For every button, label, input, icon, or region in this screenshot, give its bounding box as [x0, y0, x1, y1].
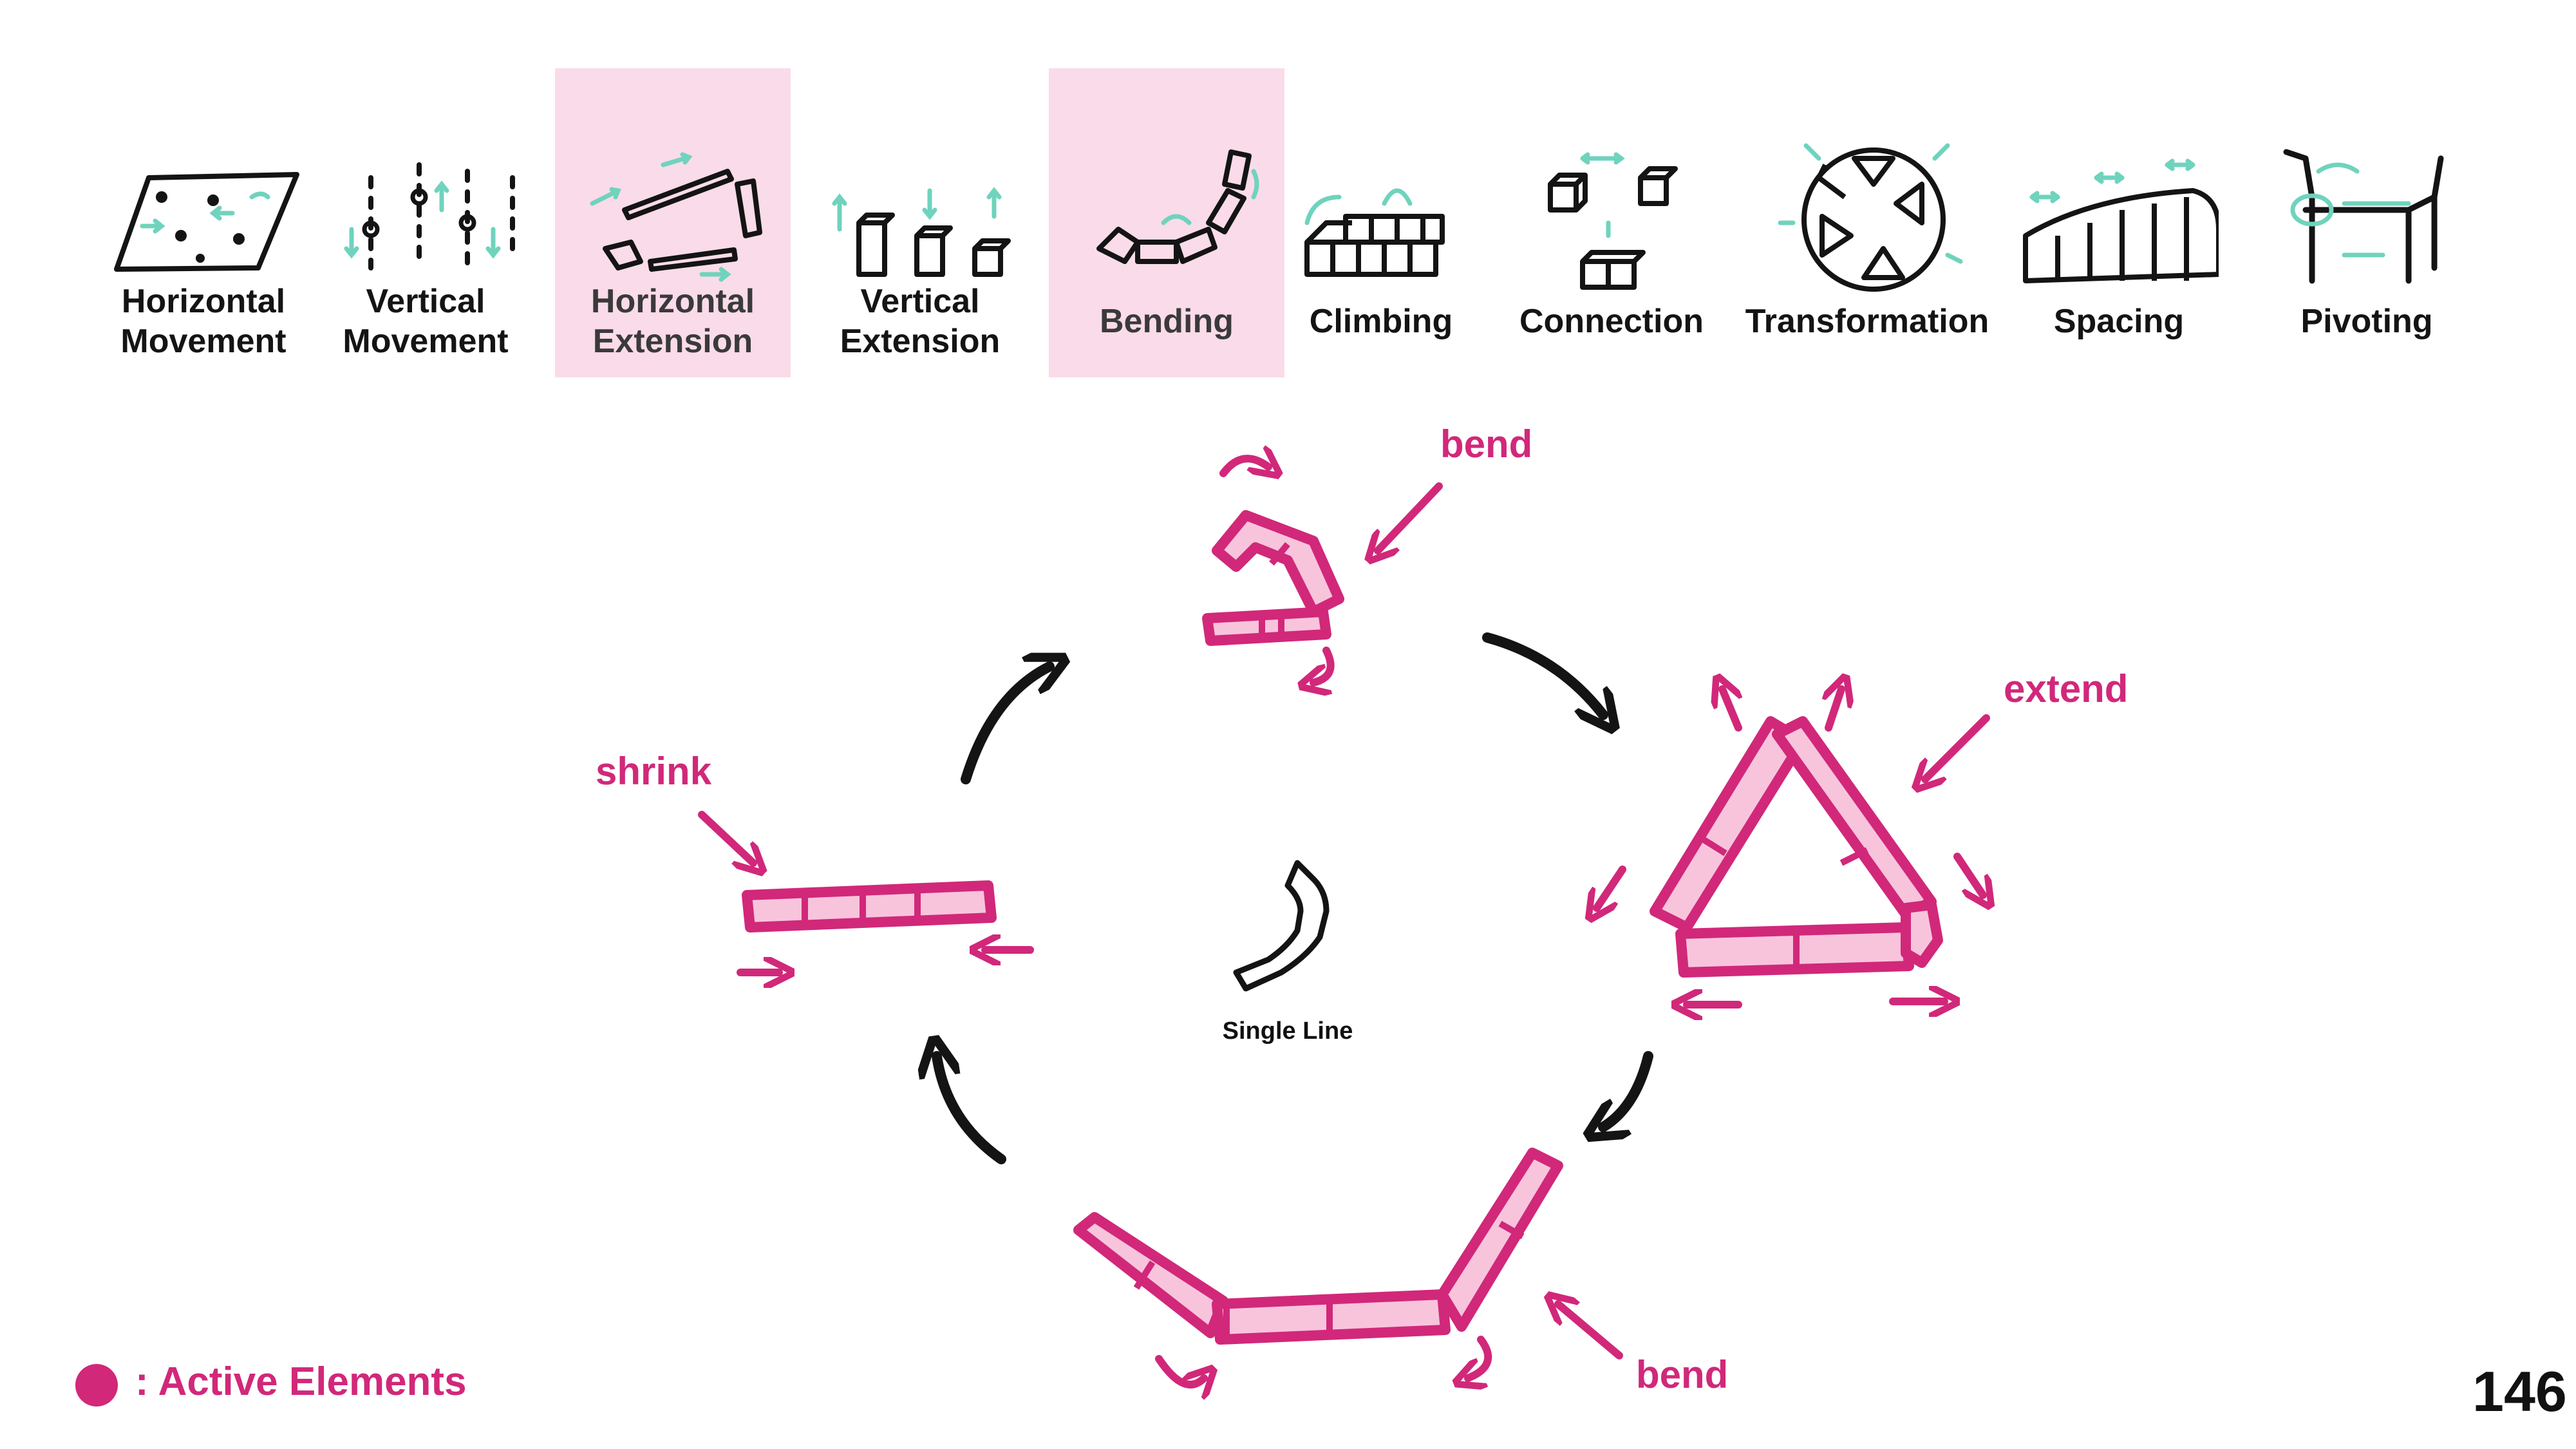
climbing-icon — [1304, 188, 1445, 277]
category-vertical-movement: Vertical Movement — [308, 68, 543, 377]
state-bottom-bend — [1073, 1148, 1563, 1385]
category-label: Climbing — [1263, 273, 1499, 370]
state-left-shrink — [737, 880, 1034, 972]
category-label-line-2: Movement — [343, 323, 509, 360]
cycle-arrows — [937, 632, 1653, 1164]
label-extend: extend — [2004, 667, 2129, 710]
vertical-extension-icon — [832, 187, 1011, 277]
category-horizontal-movement: Horizontal Movement — [86, 68, 321, 377]
legend-label: : Active Elements — [135, 1359, 467, 1404]
category-label: Transformation — [1745, 273, 1989, 370]
category-label-line-1: Horizontal — [590, 283, 755, 320]
page-number: 146 — [2472, 1359, 2567, 1423]
single-line-icon — [1233, 860, 1330, 992]
category-label: Horizontal Movement — [86, 273, 321, 370]
category-climbing: Climbing — [1263, 68, 1499, 377]
category-label: Horizontal Extension — [555, 273, 791, 370]
category-connection: Connection — [1494, 68, 1729, 377]
category-label-line-1: Spacing — [2053, 303, 2185, 340]
category-label: Connection — [1494, 273, 1729, 370]
cycle-arrow-1 — [1482, 632, 1603, 715]
category-label: Pivoting — [2249, 273, 2485, 370]
category-label-line-2: Extension — [592, 323, 753, 360]
category-label-line-1: Climbing — [1309, 303, 1453, 340]
category-label-line-2: Extension — [840, 323, 1001, 360]
pointer-extend — [1925, 714, 1990, 779]
state-right-extend — [1597, 689, 1983, 1005]
horizontal-movement-icon — [114, 172, 299, 272]
horizontal-extension-icon — [590, 152, 762, 282]
label-shrink: shrink — [596, 750, 712, 793]
category-label-line-1: Connection — [1519, 303, 1704, 340]
bending-icon — [1096, 149, 1259, 264]
category-label-line-1: Vertical — [366, 283, 485, 320]
label-pointers — [698, 482, 1990, 1359]
transformation-icon — [1778, 143, 1963, 292]
category-label: Bending — [1049, 273, 1284, 370]
category-label-line-1: Horizontal — [121, 283, 286, 320]
cycle-arrow-2 — [1603, 1051, 1653, 1127]
pointer-shrink — [698, 811, 753, 863]
category-label: Spacing — [2001, 273, 2237, 370]
category-vertical-extension: Vertical Extension — [802, 68, 1038, 377]
pointer-bottom-bend — [1558, 1304, 1623, 1359]
category-label-line-1: Bending — [1100, 303, 1234, 340]
label-top-bend: bend — [1440, 422, 1533, 466]
category-label-line-1: Transformation — [1745, 303, 1989, 340]
category-label-line-1: Pivoting — [2300, 303, 2433, 340]
spacing-icon — [2023, 158, 2219, 283]
cycle-arrow-4 — [961, 667, 1049, 784]
category-horizontal-extension: Horizontal Extension — [555, 68, 791, 377]
single-line-caption: Single Line — [1222, 1018, 1353, 1045]
category-label: Vertical Extension — [802, 273, 1038, 370]
category-label-line-1: Vertical — [860, 283, 980, 320]
category-transformation: Transformation — [1745, 68, 1989, 377]
state-top-bend — [1202, 459, 1344, 683]
pivoting-icon — [2283, 149, 2444, 284]
category-label-line-2: Movement — [120, 323, 287, 360]
category-pivoting: Pivoting — [2249, 68, 2485, 377]
category-bending: Bending — [1049, 68, 1284, 377]
pointer-top-bend — [1378, 482, 1443, 551]
legend-swatch — [75, 1364, 118, 1406]
category-label: Vertical Movement — [308, 273, 543, 370]
cycle-arrow-3 — [937, 1056, 1006, 1164]
connection-icon — [1548, 152, 1678, 290]
label-bottom-bend: bend — [1636, 1353, 1729, 1396]
vertical-movement-icon — [344, 162, 515, 270]
category-spacing: Spacing — [2001, 68, 2237, 377]
